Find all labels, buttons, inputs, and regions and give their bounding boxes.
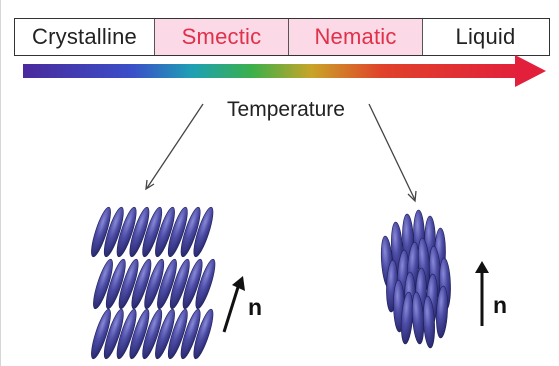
phase-liquid-label: Liquid	[455, 24, 516, 49]
smectic-molecule	[116, 206, 137, 258]
smectic-molecule	[91, 206, 111, 258]
phase-crystalline: Crystalline	[15, 19, 155, 55]
smectic-molecule	[144, 258, 165, 310]
phase-nematic-label: Nematic	[314, 24, 397, 49]
smectic-molecule	[142, 206, 163, 258]
smectic-molecule	[131, 258, 152, 310]
pointer-arrow-right	[368, 103, 416, 201]
smectic-molecule	[155, 308, 175, 360]
phase-liquid: Liquid	[423, 19, 548, 55]
smectic-molecule	[167, 206, 188, 258]
temperature-label: Temperature	[227, 98, 345, 121]
pointer-arrows	[145, 103, 417, 203]
smectic-molecule	[182, 258, 203, 310]
smectic-molecule	[167, 308, 188, 360]
pointer-arrow-left	[146, 103, 204, 189]
smectic-molecule	[169, 258, 190, 310]
nematic-director-arrowhead	[475, 261, 489, 273]
nematic-director-label: n	[493, 292, 508, 318]
smectic-molecule-layers	[91, 206, 216, 360]
smectic-molecule	[142, 308, 163, 360]
pointer-arrowhead-right	[407, 190, 417, 203]
smectic-director-arrowhead	[232, 276, 245, 291]
smectic-molecule	[180, 206, 201, 258]
nematic-molecule	[423, 295, 435, 349]
smectic-molecule	[118, 258, 139, 310]
phase-nematic: Nematic	[289, 19, 423, 55]
smectic-molecule	[105, 258, 126, 310]
smectic-molecule	[129, 206, 150, 258]
temperature-gradient-shaft	[23, 64, 521, 78]
smectic-molecule	[155, 206, 175, 258]
smectic-molecule	[103, 206, 124, 258]
phase-smectic: Smectic	[155, 19, 289, 55]
smectic-molecule	[193, 308, 214, 360]
nematic-molecule-cluster	[380, 209, 451, 349]
nematic-molecule	[436, 285, 448, 339]
temperature-arrowhead	[515, 55, 546, 87]
director-arrows	[222, 261, 489, 333]
temperature-gradient-arrow	[23, 55, 546, 87]
pointer-arrowhead-left	[145, 179, 155, 191]
smectic-director-label: n	[248, 294, 263, 320]
smectic-director-arrow	[222, 283, 241, 333]
smectic-molecule	[91, 308, 111, 360]
smectic-molecule	[180, 308, 201, 360]
phase-crystalline-label: Crystalline	[32, 24, 137, 49]
smectic-molecule	[116, 308, 137, 360]
phase-smectic-label: Smectic	[181, 24, 262, 49]
smectic-molecule	[193, 206, 214, 258]
smectic-molecule	[103, 308, 124, 360]
smectic-molecule	[157, 258, 177, 310]
smectic-molecule	[129, 308, 150, 360]
phase-sequence-bar: Crystalline Smectic Nematic Liquid	[14, 18, 550, 56]
smectic-molecule	[93, 258, 113, 310]
smectic-molecule	[195, 258, 216, 310]
